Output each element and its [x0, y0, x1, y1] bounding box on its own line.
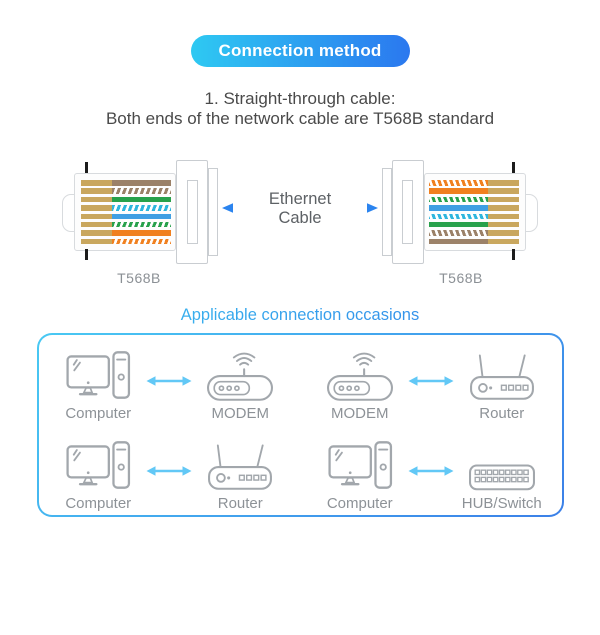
- wire-white-blue: [81, 205, 171, 211]
- wire-white-blue: [429, 213, 519, 220]
- wire-stack: [429, 180, 519, 247]
- wire-green: [81, 196, 171, 203]
- device-modem: MODEM: [192, 348, 288, 422]
- occasions-grid: Computer MODEM MODEM Router Computer: [38, 335, 562, 515]
- bidirectional-arrow-icon: [146, 464, 192, 478]
- wire-white-orange: [429, 180, 519, 186]
- device-hub-switch: HUB/Switch: [454, 438, 550, 512]
- occasions-box: Computer MODEM MODEM Router Computer: [36, 333, 564, 517]
- wire-white-green: [81, 221, 171, 228]
- device-label: Computer: [65, 405, 132, 422]
- hub-switch-icon: [469, 438, 535, 492]
- plug-body: [74, 173, 176, 251]
- rj45-plug-graphic: [382, 156, 538, 286]
- device-modem: MODEM: [312, 348, 408, 422]
- device-label: Router: [217, 495, 263, 512]
- plug-mark: [512, 162, 515, 173]
- heading-line-2: Both ends of the network cable are T568B…: [105, 108, 495, 128]
- pair-computer-hub: Computer HUB/Switch: [300, 425, 562, 515]
- connection-method-badge: Connection method: [190, 35, 410, 67]
- device-computer: Computer: [312, 438, 408, 512]
- ethernet-line-1: Ethernet: [268, 190, 332, 208]
- modem-icon: [327, 348, 393, 402]
- device-label: Router: [479, 405, 525, 422]
- plug-mark: [85, 249, 88, 260]
- wire-white-orange: [81, 238, 171, 245]
- wire-white-brown: [429, 230, 519, 236]
- bidirectional-arrow-icon: [146, 374, 192, 388]
- wire-brown: [429, 238, 519, 245]
- device-label: Computer: [65, 495, 132, 512]
- device-computer: Computer: [50, 348, 146, 422]
- plug-tip: [382, 168, 392, 256]
- ethernet-line-2: Cable: [278, 209, 322, 227]
- heading-line-1: 1. Straight-through cable:: [204, 89, 396, 108]
- wire-blue: [81, 213, 171, 220]
- wire-green: [429, 221, 519, 228]
- computer-icon: [327, 438, 393, 492]
- wire-orange: [429, 188, 519, 194]
- t568b-label-left: T568B: [117, 270, 161, 286]
- ethernet-cable-label: Ethernet Cable: [269, 190, 331, 228]
- wire-white-brown: [81, 188, 171, 194]
- plug-latch-slot: [187, 180, 198, 244]
- modem-icon: [207, 348, 273, 402]
- cable-diagram: T568B T568B Ethernet Cable: [0, 150, 600, 300]
- device-label: Computer: [326, 495, 393, 512]
- rj45-plug-graphic: [62, 156, 218, 286]
- rj45-connector-right: T568B: [382, 156, 538, 286]
- wire-white-green: [429, 196, 519, 203]
- pair-computer-router: Computer Router: [39, 425, 301, 515]
- arrow-right-icon: [344, 203, 378, 213]
- plug-latch-slot: [402, 180, 413, 244]
- rj45-connector-left: T568B: [62, 156, 218, 286]
- occasions-title: Applicable connection occasions: [0, 306, 600, 325]
- router-icon: [469, 348, 535, 402]
- wire-brown: [81, 180, 171, 186]
- plug-tip: [208, 168, 218, 256]
- bidirectional-arrow-icon: [408, 374, 454, 388]
- bidirectional-arrow-icon: [408, 464, 454, 478]
- infographic-page: { "header": { "badge": "Connection metho…: [0, 35, 600, 635]
- plug-body: [424, 173, 526, 251]
- section-heading: 1. Straight-through cable: Both ends of …: [0, 89, 600, 128]
- wire-orange: [81, 230, 171, 236]
- device-router: Router: [192, 438, 288, 512]
- device-label: MODEM: [211, 405, 270, 422]
- device-computer: Computer: [50, 438, 146, 512]
- computer-icon: [65, 438, 131, 492]
- device-router: Router: [454, 348, 550, 422]
- arrow-left-icon: [222, 203, 256, 213]
- plug-mark: [85, 162, 88, 173]
- wire-blue: [429, 205, 519, 211]
- wire-stack: [81, 180, 171, 247]
- plug-mark: [512, 249, 515, 260]
- device-label: MODEM: [331, 405, 389, 422]
- pair-computer-modem: Computer MODEM: [39, 335, 301, 425]
- computer-icon: [65, 348, 131, 402]
- router-icon: [207, 438, 273, 492]
- pair-modem-router: MODEM Router: [300, 335, 562, 425]
- device-label: HUB/Switch: [461, 495, 542, 512]
- t568b-label-right: T568B: [439, 270, 483, 286]
